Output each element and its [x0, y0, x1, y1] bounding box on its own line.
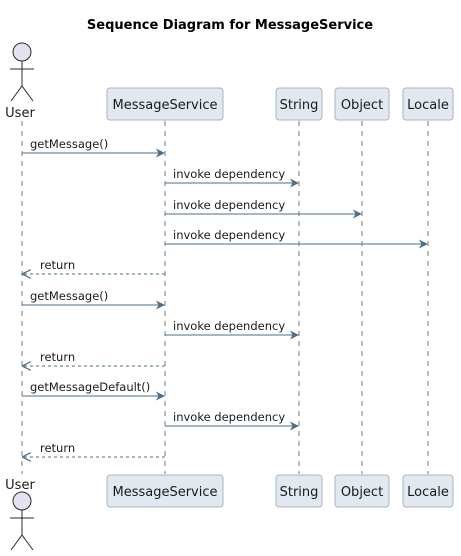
diagram-title: Sequence Diagram for MessageService	[87, 18, 373, 33]
message-9: getMessageDefault()	[22, 380, 165, 401]
message-5: return	[23, 258, 165, 274]
participant-box-string-top	[275, 87, 323, 121]
message-label: invoke dependency	[173, 167, 285, 181]
actor-icon	[10, 42, 34, 102]
messages: getMessage() invoke dependency invoke depe…	[22, 137, 428, 457]
participant-box-ms-top	[106, 87, 224, 121]
participant-box-object-top	[334, 87, 390, 121]
participant-box-locale-bottom	[402, 474, 454, 508]
participants-bottom: User MessageService String Object Locale	[5, 474, 454, 551]
participant-label-user-top: User	[5, 106, 35, 121]
message-4: invoke dependency	[165, 228, 428, 249]
lifelines	[21, 121, 429, 474]
message-2: invoke dependency	[165, 167, 299, 188]
participant-label-string-bottom: String	[280, 485, 319, 500]
participant-box-object-bottom	[334, 474, 390, 508]
message-1: getMessage()	[22, 137, 165, 158]
message-3: invoke dependency	[165, 198, 362, 219]
participant-label-object-bottom: Object	[341, 485, 383, 500]
message-7: invoke dependency	[165, 319, 299, 340]
message-label: invoke dependency	[173, 228, 285, 242]
message-label: invoke dependency	[173, 319, 285, 333]
message-8: return	[23, 350, 165, 366]
participant-box-ms-bottom	[106, 474, 224, 508]
actor-icon	[10, 491, 34, 551]
message-11: return	[23, 441, 165, 457]
message-label: getMessage()	[30, 289, 108, 303]
participant-label-ms-bottom: MessageService	[112, 485, 217, 500]
participant-label-string-top: String	[280, 98, 319, 113]
message-label: return	[40, 441, 75, 455]
participants-top: User MessageService String Object Locale	[5, 42, 454, 121]
participant-label-user-bottom: User	[5, 478, 35, 493]
participant-label-locale-bottom: Locale	[407, 485, 449, 500]
participant-box-locale-top	[402, 87, 454, 121]
message-6: getMessage()	[22, 289, 165, 310]
participant-label-ms-top: MessageService	[112, 98, 217, 113]
participant-label-object-top: Object	[341, 98, 383, 113]
message-10: invoke dependency	[165, 410, 299, 431]
message-label: return	[40, 258, 75, 272]
participant-box-string-bottom	[275, 474, 323, 508]
message-label: getMessageDefault()	[30, 380, 150, 394]
message-label: return	[40, 350, 75, 364]
message-label: invoke dependency	[173, 410, 285, 424]
message-label: getMessage()	[30, 137, 108, 151]
participant-label-locale-top: Locale	[407, 98, 449, 113]
message-label: invoke dependency	[173, 198, 285, 212]
